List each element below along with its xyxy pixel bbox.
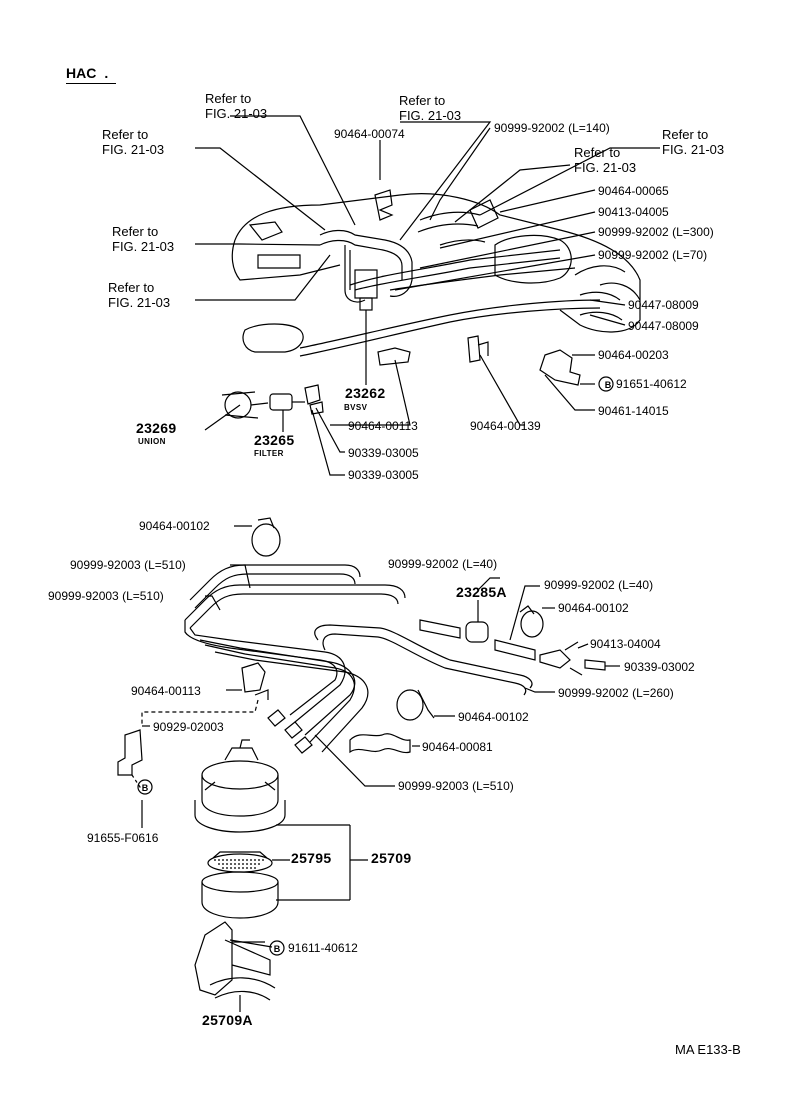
part-23265: 23265: [254, 432, 295, 448]
bolt-marker-icon: [269, 940, 285, 956]
part-90999-92002-l140: 90999-92002 (L=140): [494, 121, 610, 135]
bracket-25709a: [194, 921, 276, 1012]
part-90464-00203: 90464-00203: [598, 348, 669, 362]
bolt-marker-icon: [598, 376, 614, 392]
filter-23265: [269, 393, 305, 432]
part-90464-00074: 90464-00074: [334, 127, 405, 141]
clamps-90339-03005: [304, 384, 345, 476]
leader-lines-upper: [195, 115, 660, 385]
leader-lines-lower: [205, 564, 589, 948]
part-91611-40612: 91611-40612: [288, 941, 358, 955]
part-90999-92003-l510-b: 90999-92003 (L=510): [48, 589, 164, 603]
part-23262: 23262: [345, 385, 386, 401]
page-title: HAC.: [66, 65, 109, 81]
clamp-00113-top: [330, 347, 411, 426]
part-90464-00081: 90464-00081: [422, 740, 493, 754]
part-90464-00102-b: 90464-00102: [558, 601, 629, 615]
bolt-marker-icons: [137, 376, 614, 956]
part-90339-03005-b: 90339-03005: [348, 468, 419, 482]
union-caption: UNION: [138, 437, 166, 446]
bolt-marker-label-3: B: [273, 944, 281, 954]
part-90464-00065: 90464-00065: [598, 184, 669, 198]
part-90447-08009-b: 90447-08009: [628, 319, 699, 333]
part-90339-03005-a: 90339-03005: [348, 446, 419, 460]
part-90999-92003-l510-a: 90999-92003 (L=510): [70, 558, 186, 572]
part-90339-03002: 90339-03002: [624, 660, 695, 674]
union-23269: [204, 391, 269, 431]
part-90461-14015: 90461-14015: [598, 404, 669, 418]
vacuum-hoses-upper: [319, 199, 623, 321]
title-underline: [66, 83, 116, 84]
part-90999-92003-l510-c: 90999-92003 (L=510): [398, 779, 514, 793]
part-25795: 25795: [291, 850, 332, 866]
bracket-00203: [539, 349, 595, 411]
part-90464-00139: 90464-00139: [470, 419, 541, 433]
clamp-00113-bottom: [141, 662, 269, 724]
part-90464-00113-top: 90464-00113: [348, 419, 418, 433]
part-25709: 25709: [371, 850, 412, 866]
part-90999-92002-l40-a: 90999-92002 (L=40): [388, 557, 498, 571]
part-91651-40612: 91651-40612: [616, 377, 687, 391]
bvsv-valve: [354, 269, 378, 385]
clamp-00074: [374, 189, 394, 221]
part-90464-00102-c: 90464-00102: [458, 710, 529, 724]
part-90999-92002-l40-b: 90999-92002 (L=40): [544, 578, 654, 592]
part-90929-02003: 90929-02003: [153, 720, 224, 734]
part-90999-92002-l300: 90999-92002 (L=300): [598, 225, 714, 239]
part-90413-04005: 90413-04005: [598, 205, 669, 219]
bolt-marker-icon: [137, 779, 153, 795]
bvsv-caption: BVSV: [344, 403, 368, 412]
part-23269: 23269: [136, 420, 177, 436]
filter-caption: FILTER: [254, 449, 284, 458]
bolt-marker-label-1: B: [604, 380, 612, 390]
part-90999-92002-l70: 90999-92002 (L=70): [598, 248, 708, 262]
hose-clamp-00102-b: [519, 605, 555, 638]
hose-clamp-00102-a: [234, 517, 281, 557]
part-90447-08009-a: 90447-08009: [628, 298, 699, 312]
short-hoses-40: [419, 600, 536, 661]
vacuum-canister: [194, 739, 368, 919]
part-90413-04004: 90413-04004: [590, 637, 661, 651]
clip-00081: [349, 733, 420, 754]
part-23285a: 23285A: [456, 584, 507, 600]
bolt-marker-label-2: B: [141, 783, 149, 793]
hose-260: [314, 624, 533, 696]
bracket-90929: [117, 725, 150, 828]
clamp-90339-03002: [584, 659, 620, 671]
engine-body: [231, 193, 641, 357]
clamp-00139: [467, 335, 525, 426]
part-90464-00113-bottom: 90464-00113: [131, 684, 201, 698]
footer-code: MA E133-B: [675, 1042, 741, 1057]
part-90999-92002-l260: 90999-92002 (L=260): [558, 686, 674, 700]
part-91655-f0616: 91655-F0616: [87, 831, 159, 845]
hose-clamp-00102-c: [396, 689, 455, 721]
part-25709a: 25709A: [202, 1012, 253, 1028]
part-90464-00102-a: 90464-00102: [139, 519, 210, 533]
